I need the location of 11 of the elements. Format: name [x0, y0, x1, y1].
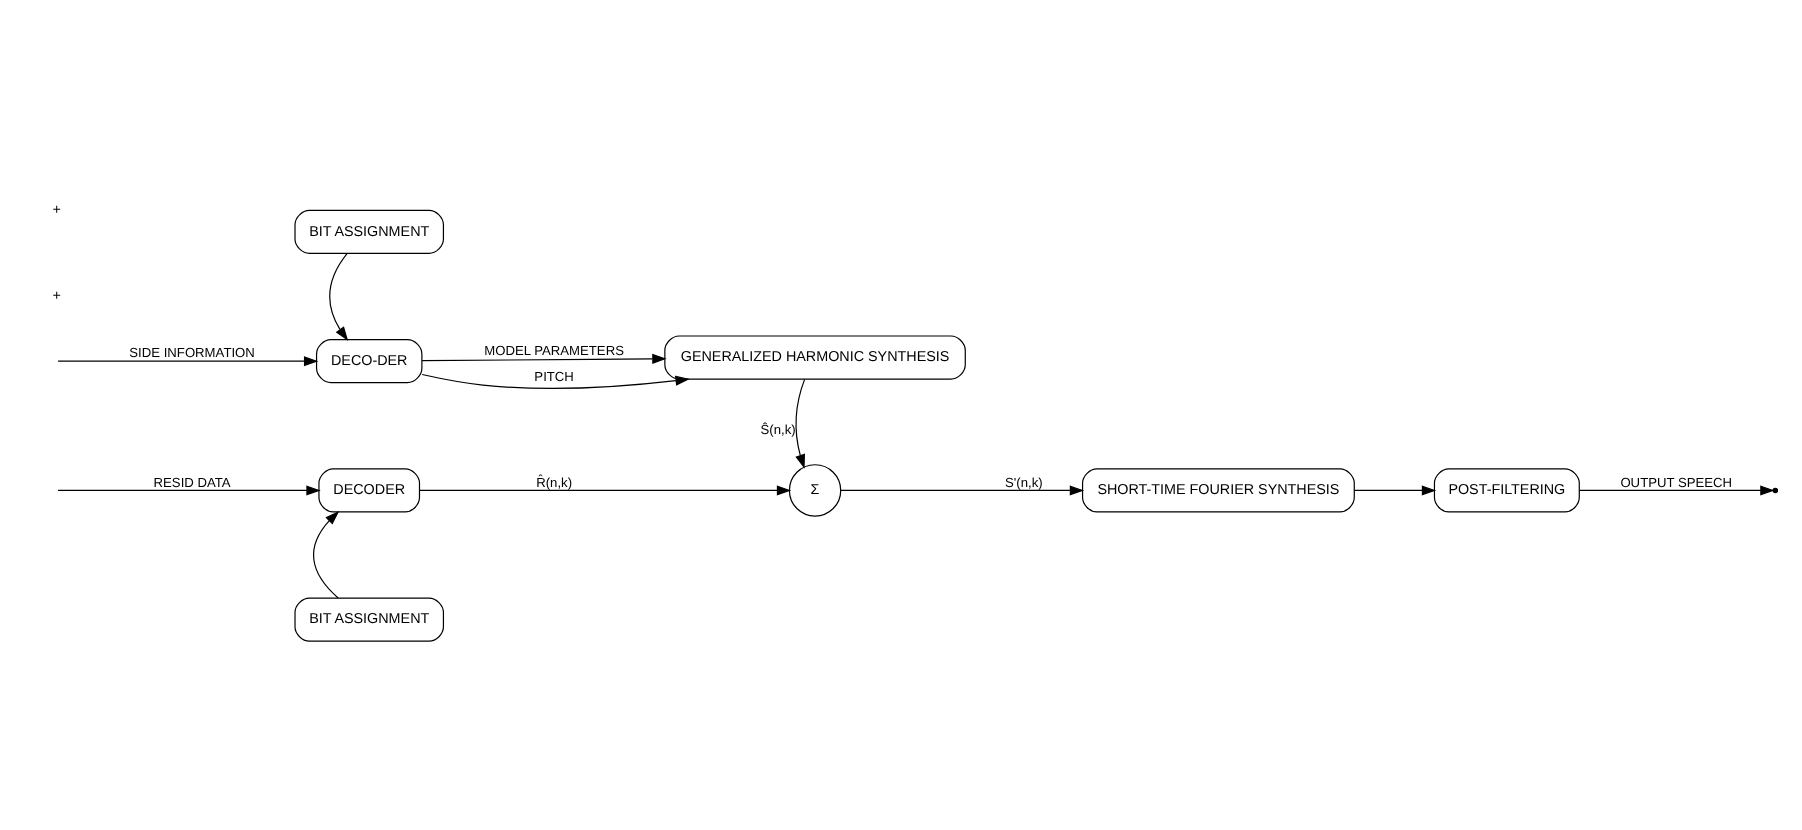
- arrow: [1353, 485, 1437, 496]
- arrow: [840, 485, 1085, 496]
- arrow: [329, 253, 349, 341]
- arrow: [421, 373, 690, 389]
- arrow: [795, 378, 806, 469]
- arrow: [418, 485, 792, 496]
- arrow: [313, 511, 340, 599]
- arrow: [57, 356, 319, 367]
- arrow: [57, 485, 321, 496]
- arrow: [421, 353, 667, 364]
- arrow: [1578, 485, 1775, 496]
